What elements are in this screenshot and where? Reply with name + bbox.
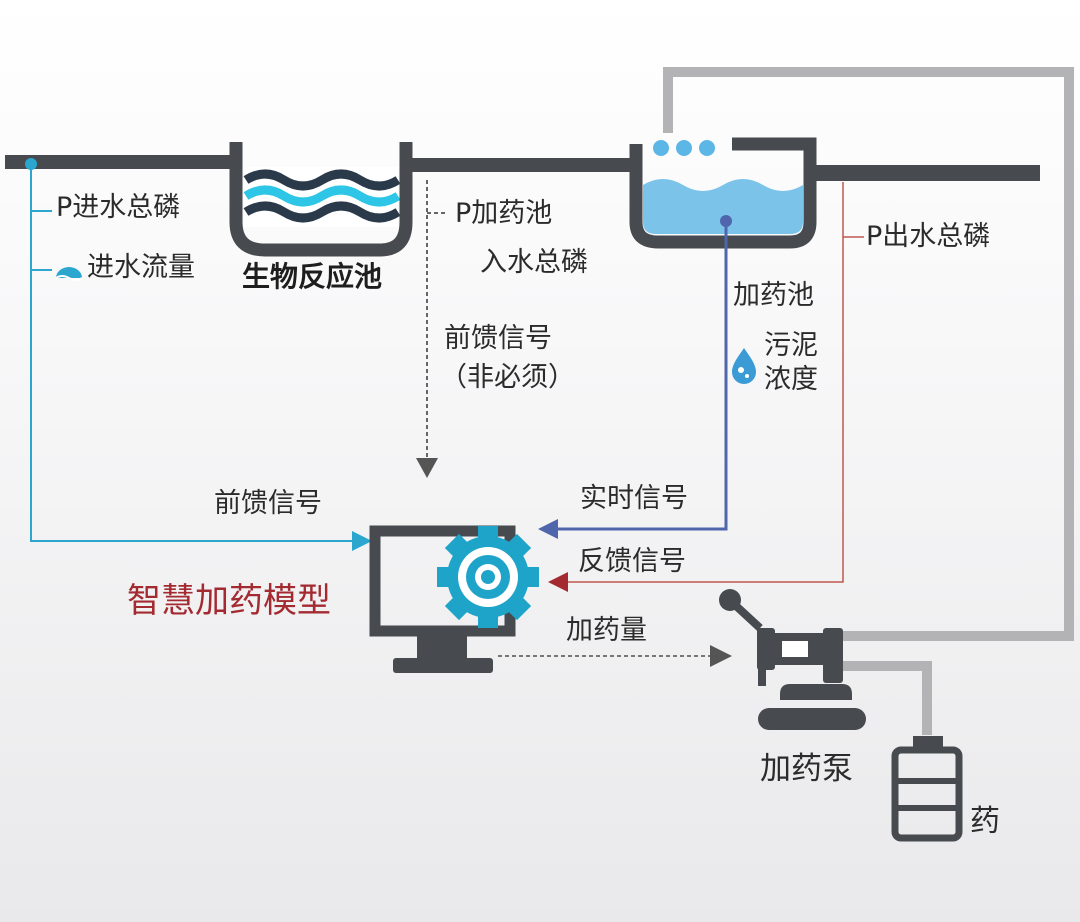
feedback-signal-line [565, 182, 844, 583]
main-pipe-right [815, 165, 1040, 181]
dosing-tank-water [643, 179, 803, 234]
main-pipe-middle [405, 158, 637, 172]
dose-amount-label: 加药量 [566, 615, 647, 646]
feedback-label: 反馈信号 [578, 546, 686, 577]
optional-feedforward-arrow-head [416, 458, 438, 478]
optional-feedforward-label-2: （非必须） [440, 362, 575, 393]
wave-top [243, 169, 401, 191]
monitor-icon [369, 525, 516, 673]
wave-bottom [243, 201, 401, 223]
feedforward-line [30, 164, 355, 542]
dosing-tank [629, 137, 817, 249]
bio-reactor-tank-wall [229, 142, 413, 257]
influent-tp-label: P进水总磷 [56, 192, 181, 223]
monitor-stand [417, 632, 467, 660]
chemical-tank-icon [891, 736, 963, 842]
feedback-arrow-head [548, 572, 568, 592]
bio-tank-label: 生物反应池 [242, 260, 383, 293]
realtime-label: 实时信号 [580, 483, 688, 514]
feedforward-arrow-head [352, 531, 372, 551]
dose-amount-arrow-head [710, 645, 732, 667]
sludge-label-1: 污泥 [764, 330, 818, 361]
bubble-icon [676, 140, 692, 156]
optional-feedforward-label-1: 前馈信号 [444, 323, 552, 354]
dosing-tank-label: 加药池 [733, 280, 814, 311]
sludge-drop-icon [732, 348, 756, 384]
bio-reactor-tank [229, 142, 413, 257]
monitor-base [393, 658, 493, 673]
water-flow-icon [55, 267, 83, 281]
chemical-supply-pipe [840, 661, 932, 735]
chemical-label: 药 [970, 804, 1000, 839]
sludge-label-2: 浓度 [764, 364, 818, 395]
model-label: 智慧加药模型 [127, 581, 331, 621]
influent-flow-label: 进水流量 [87, 252, 195, 283]
bubble-icon [699, 140, 715, 156]
realtime-arrow-head [538, 519, 558, 539]
main-pipe-left [5, 155, 237, 169]
wave-mid [243, 185, 401, 207]
dosing-tank-in-p-label-2: 入水总磷 [480, 247, 588, 278]
bubble-icon [653, 140, 669, 156]
effluent-tp-label: P出水总磷 [866, 221, 991, 252]
monitor-frame [369, 525, 516, 637]
feedforward-label: 前馈信号 [214, 488, 322, 519]
dosing-tank-in-p-label: P加药池 [455, 198, 553, 229]
realtime-signal-line [555, 221, 728, 531]
pump-label: 加药泵 [760, 751, 853, 787]
return-pipe [663, 67, 1074, 641]
gear-icon [437, 526, 539, 628]
dosing-tank-wall [629, 137, 817, 249]
dosing-pump-icon [719, 589, 866, 730]
